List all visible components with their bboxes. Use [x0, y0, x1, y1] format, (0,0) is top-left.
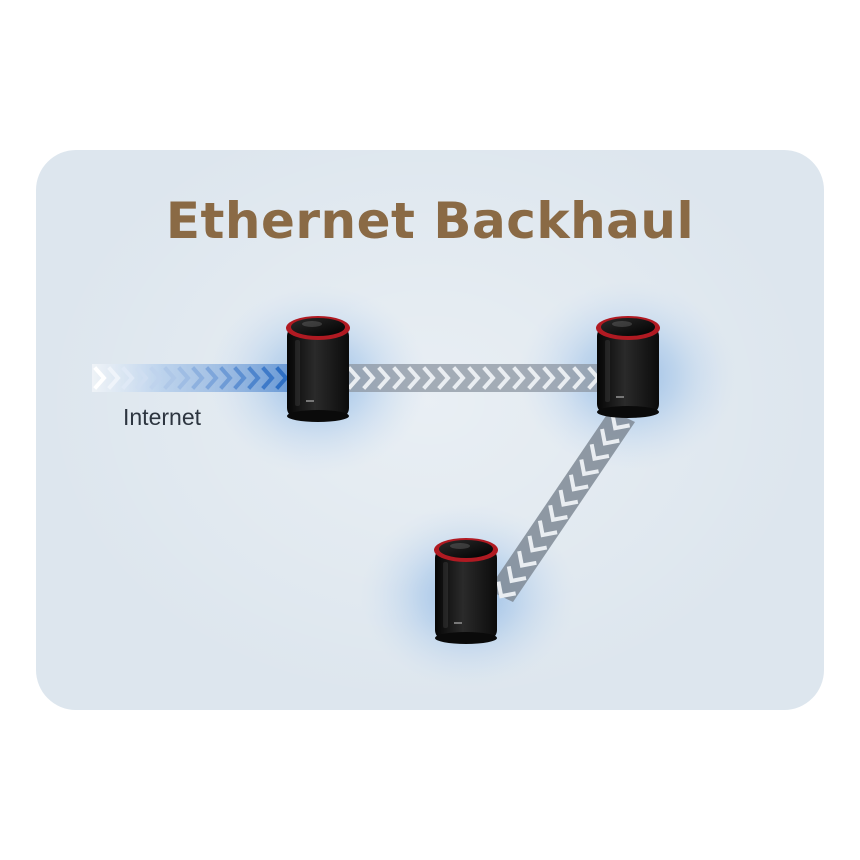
chevron-mark: [572, 366, 586, 390]
chevron-mark: [362, 366, 376, 390]
chevron-mark: [275, 366, 289, 390]
chevron-mark: [482, 366, 496, 390]
router-icon: [286, 316, 350, 422]
internet-link: [92, 364, 292, 392]
chevron-mark: [527, 366, 541, 390]
chevron-mark: [579, 459, 599, 477]
chevron-mark: [149, 366, 163, 390]
chevron-mark: [542, 366, 556, 390]
chevron-mark: [557, 366, 571, 390]
chevron-mark: [247, 366, 261, 390]
chevron-mark: [496, 581, 517, 599]
chevron-mark: [177, 366, 191, 390]
chevron-mark: [107, 366, 121, 390]
chevron-mark: [527, 535, 548, 553]
internet-chevron-stream: [93, 366, 289, 390]
chevron-mark: [437, 366, 451, 390]
chevron-mark: [512, 366, 526, 390]
router-icon: [434, 538, 498, 644]
chevron-mark: [537, 520, 558, 538]
chevron-mark: [467, 366, 481, 390]
chevron-mark: [600, 428, 620, 446]
router-icon: [596, 316, 660, 418]
chevron-mark: [191, 366, 205, 390]
chevron-mark: [347, 366, 361, 390]
chevron-mark: [233, 366, 247, 390]
chevron-mark: [517, 550, 537, 568]
ethernet-link-right-bottom: [488, 410, 635, 602]
diagram-title: Ethernet Backhaul: [165, 192, 695, 250]
chevron-mark: [497, 366, 511, 390]
chevron-mark: [261, 366, 275, 390]
chevron-mark: [121, 366, 135, 390]
chevron-mark: [548, 504, 568, 523]
chevron-mark: [407, 366, 421, 390]
chevron-mark: [506, 566, 527, 584]
ethernet-link-primary-right: [345, 364, 605, 392]
chevron-mark: [569, 474, 589, 492]
chevron-mark: [205, 366, 219, 390]
ethernet-chevron-stream-diagonal: [496, 413, 631, 599]
internet-label: Internet: [123, 404, 201, 430]
chevron-mark: [610, 413, 631, 431]
chevron-mark: [452, 366, 466, 390]
chevron-mark: [163, 366, 177, 390]
routers: [286, 316, 660, 644]
chevron-mark: [377, 366, 391, 390]
chevron-mark: [558, 489, 579, 507]
chevron-mark: [135, 366, 149, 390]
chevron-mark: [392, 366, 406, 390]
chevron-mark: [589, 443, 610, 462]
chevron-mark: [219, 366, 233, 390]
chevron-mark: [93, 366, 107, 390]
chevron-mark: [422, 366, 436, 390]
